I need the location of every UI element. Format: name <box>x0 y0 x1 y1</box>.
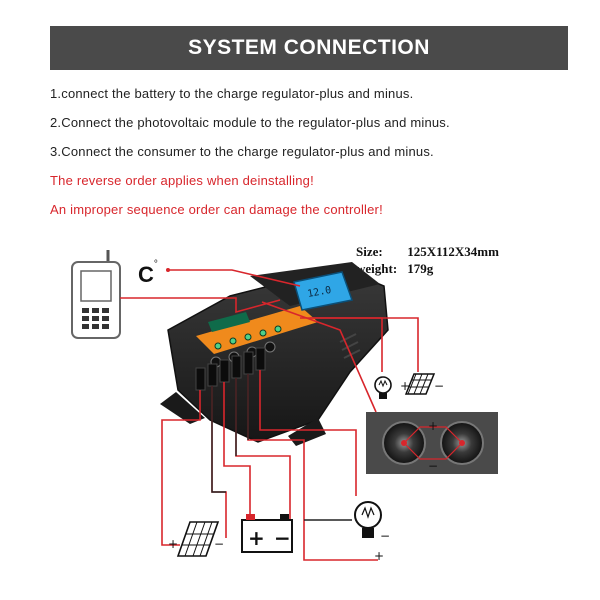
solar-minus: − <box>214 537 224 551</box>
indicator-leds <box>214 325 282 350</box>
temperature-degree: ° <box>153 259 158 270</box>
instruction-3: 3.Connect the consumer to the charge reg… <box>50 144 434 159</box>
instruction-2: 2.Connect the photovoltaic module to the… <box>50 115 450 130</box>
solar-panel-icon: + − <box>400 373 444 395</box>
thermometer-icon <box>166 268 170 272</box>
warning-reverse-order: The reverse order applies when deinstall… <box>50 173 314 188</box>
spec-weight-value: 179g <box>407 261 434 276</box>
instruction-1: 1.connect the battery to the charge regu… <box>50 86 414 101</box>
solar-plus-small: + <box>400 379 410 393</box>
battery-plus: + <box>248 526 265 550</box>
charge-controller: 12.0 <box>160 262 389 446</box>
instructions-list: 1.connect the battery to the charge regu… <box>50 84 580 229</box>
orange-face-panel <box>196 306 318 354</box>
spec-weight-label: weight: <box>356 261 398 276</box>
lcd-reading: 12.0 <box>307 285 333 300</box>
bulb-minus: − <box>380 529 390 543</box>
bulb-icon: + − <box>354 501 390 563</box>
spec-size-value: 125X112X34mm <box>407 244 499 259</box>
spec-weight: weight: 179g <box>356 261 433 277</box>
phone-icon <box>71 250 121 339</box>
spec-size-label: Size: <box>356 244 383 259</box>
solar-minus-small: − <box>434 379 444 393</box>
page-title: SYSTEM CONNECTION <box>188 36 430 59</box>
lcd-display: 12.0 <box>293 271 353 311</box>
temperature-label: C° <box>138 259 158 288</box>
bulb-plus: + <box>374 549 384 563</box>
battery-icon: + − <box>241 514 293 553</box>
spec-size: Size: 125X112X34mm <box>356 244 499 260</box>
usb-minus-sign: − <box>428 459 438 473</box>
bulb-icon <box>374 376 392 399</box>
battery-minus: − <box>274 526 291 550</box>
solar-panel-icon: + − <box>168 521 224 557</box>
usb-plus-sign: + <box>428 419 438 433</box>
title-banner: SYSTEM CONNECTION <box>50 26 568 70</box>
usb-port-inset: + − <box>366 412 498 474</box>
solar-plus: + <box>168 537 178 551</box>
warning-improper-sequence: An improper sequence order can damage th… <box>50 202 383 217</box>
temperature-symbol: C <box>138 262 154 287</box>
